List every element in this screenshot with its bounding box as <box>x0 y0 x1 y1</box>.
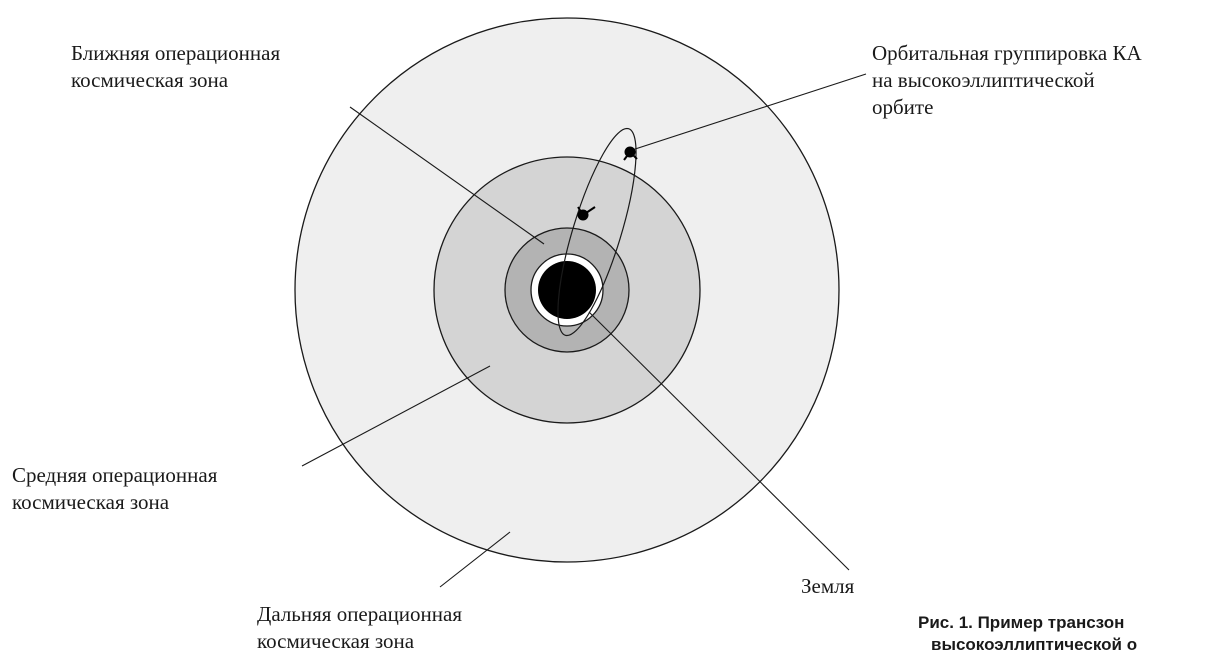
middle-zone-label-line1: Средняя операционная <box>12 463 218 487</box>
leader-far-zone <box>439 531 511 588</box>
near-zone-label-line1: Ближняя операционная <box>71 41 281 65</box>
near-zone-label-line2: космическая зона <box>71 68 229 92</box>
elliptical-orbit <box>557 127 637 337</box>
far-zone-label-line1: Дальняя операционная <box>257 602 463 626</box>
leader-middle-zone <box>301 365 491 467</box>
figure-caption-line1: Рис. 1. Пример трансзон <box>918 613 1125 632</box>
satellite-icon-lower <box>577 206 596 221</box>
near-zone-label: Ближняя операционная космическая зона <box>71 40 280 94</box>
far-zone-label-line2: космическая зона <box>257 629 415 653</box>
far-zone-label: Дальняя операционная космическая зона <box>257 601 462 655</box>
leader-near-zone <box>349 106 545 245</box>
orbit-group-label-line1: Орбитальная группировка КА <box>872 41 1142 65</box>
orbit-group-label: Орбитальная группировка КА на высокоэлли… <box>872 40 1142 121</box>
orbit-group-label-line2: на высокоэллиптической <box>872 68 1095 92</box>
leader-earth <box>588 311 850 571</box>
leader-orbit-group <box>631 73 867 151</box>
orbit-group-label-line3: орбите <box>872 95 934 119</box>
middle-zone-label-line2: космическая зона <box>12 490 170 514</box>
middle-zone-label: Средняя операционная космическая зона <box>12 462 217 516</box>
satellite-icon-upper <box>623 146 638 161</box>
earth-label: Земля <box>801 574 855 598</box>
figure-caption-line2: высокоэллиптической о <box>931 635 1138 654</box>
earth-disc <box>538 261 596 319</box>
